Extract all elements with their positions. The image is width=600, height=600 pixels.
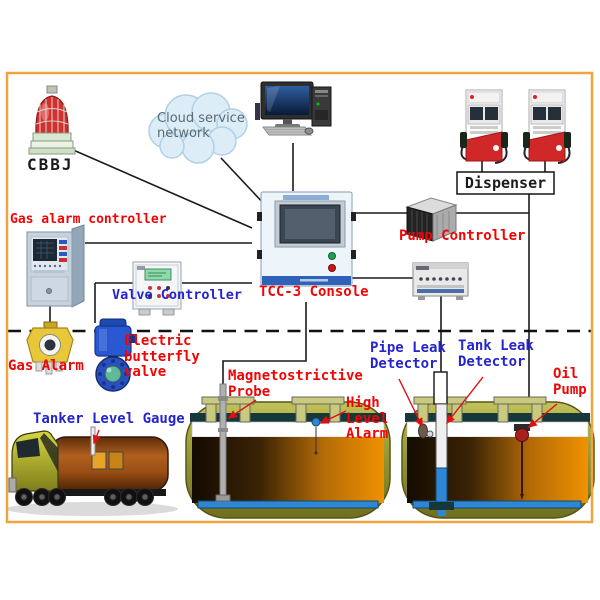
storage-tank-1 bbox=[185, 383, 391, 519]
label-magnetostrictive-probe: Magnetostrictive Probe bbox=[228, 368, 363, 400]
truck-wheels bbox=[15, 488, 154, 506]
mouse bbox=[304, 127, 314, 135]
leader-probe bbox=[227, 399, 257, 419]
trailer-hatch bbox=[91, 451, 107, 470]
leader-high-level bbox=[319, 410, 347, 424]
fuel-cutaway bbox=[407, 437, 588, 503]
tcc3-console-device bbox=[257, 191, 356, 287]
cab-window bbox=[16, 438, 40, 458]
label-pump-controller: Pump Controller bbox=[399, 228, 526, 244]
gas-alarm-device bbox=[26, 321, 74, 375]
magnetostrictive-probe-rod bbox=[215, 383, 231, 502]
fuel-dispenser-1 bbox=[460, 89, 508, 164]
line-cloud-console bbox=[220, 157, 267, 207]
water-bottom-strip bbox=[197, 500, 379, 509]
nozzle bbox=[564, 132, 571, 148]
leader-tank-leak bbox=[446, 376, 484, 425]
label-dispenser: Dispenser bbox=[464, 173, 547, 192]
junction-box-device bbox=[412, 262, 469, 300]
nozzle bbox=[501, 132, 508, 148]
label-gas-alarm: Gas Alarm bbox=[8, 358, 84, 374]
diagram-frame bbox=[5, 71, 594, 524]
controller-screen bbox=[33, 239, 57, 261]
valve-controller-device bbox=[132, 261, 182, 316]
beacon-cage bbox=[35, 97, 69, 134]
nozzle bbox=[460, 132, 467, 148]
line-console-probe bbox=[222, 302, 307, 394]
cloud-shape bbox=[148, 92, 248, 164]
nozzle bbox=[523, 132, 530, 148]
label-valve-controller: Valve Controller bbox=[112, 287, 243, 303]
leader-arrows bbox=[92, 376, 558, 445]
label-gas-alarm-controller: Gas alarm controller bbox=[10, 212, 167, 227]
storage-tank-2 bbox=[401, 371, 595, 519]
label-oil-pump: Oil Pump bbox=[553, 366, 587, 398]
pump-controller-device bbox=[405, 197, 458, 242]
label-high-level-alarm: High Level Alarm bbox=[346, 395, 389, 443]
dispenser-label-box bbox=[456, 171, 555, 195]
line-beacon-console bbox=[70, 148, 253, 229]
label-tanker-level-gauge: Tanker Level Gauge bbox=[33, 411, 185, 427]
leader-pipe-leak bbox=[398, 378, 423, 428]
valve-controller-lcd bbox=[144, 268, 172, 281]
pipe-leak-detector-sensor bbox=[418, 423, 434, 439]
computer-workstation bbox=[255, 81, 332, 136]
oil-pump-device bbox=[514, 424, 530, 500]
water-bottom-strip bbox=[412, 500, 582, 509]
green-indicator bbox=[328, 252, 336, 260]
leader-tanker-gauge bbox=[92, 429, 101, 445]
red-indicator bbox=[328, 264, 336, 272]
fuel-dispenser-2 bbox=[523, 89, 571, 164]
gas-alarm-controller-device bbox=[26, 224, 85, 308]
label-cbbj: CBBJ bbox=[27, 155, 74, 174]
label-pipe-leak-detector: Pipe Leak Detector bbox=[370, 340, 446, 372]
keyboard bbox=[262, 126, 312, 136]
connection-lines bbox=[49, 143, 546, 427]
leader-oil-pump bbox=[527, 403, 558, 428]
label-tcc3-console: TCC-3 Console bbox=[259, 284, 369, 300]
trailer-hatch bbox=[108, 451, 124, 470]
label-tank-leak-detector: Tank Leak Detector bbox=[458, 338, 534, 370]
label-butterfly-valve: Electric butterfly valve bbox=[124, 333, 200, 381]
line-valvectrl-valve bbox=[94, 282, 133, 323]
label-cloud: Cloud service network bbox=[157, 111, 245, 141]
alarm-beacon bbox=[28, 85, 76, 155]
tank-leak-detector-tube bbox=[429, 371, 454, 516]
butterfly-valve-device bbox=[94, 318, 137, 392]
tanker-truck bbox=[6, 426, 178, 516]
